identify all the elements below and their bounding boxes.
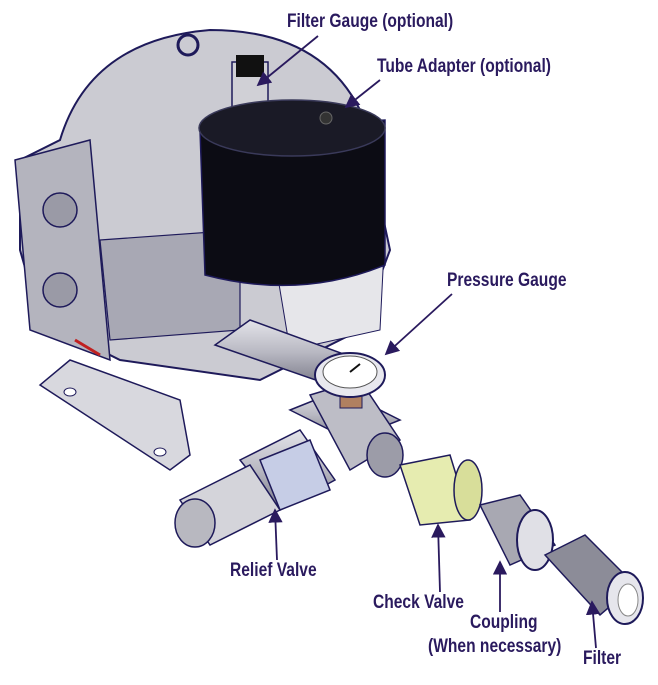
label-relief-valve: Relief Valve: [230, 560, 317, 581]
outlet-pipe: [213, 319, 404, 478]
label-filter-gauge: Filter Gauge (optional): [287, 11, 454, 32]
relief-valve: [174, 429, 337, 548]
pressure-gauge: [314, 352, 386, 409]
filter-gauge-arrow: [256, 35, 319, 87]
filter-canister: [198, 99, 386, 287]
label-pressure-gauge: Pressure Gauge: [447, 270, 567, 291]
filter: [543, 534, 644, 625]
filter-arrow: [585, 600, 601, 649]
check-valve: [399, 454, 483, 526]
label-coupling-note: (When necessary): [428, 636, 562, 657]
mounting-base: [38, 359, 191, 471]
label-filter: Filter: [583, 648, 622, 669]
coupling: [478, 494, 557, 571]
check-valve-arrow: [431, 523, 446, 593]
tube-adapter-arrow: [344, 79, 381, 109]
label-coupling: Coupling: [470, 612, 538, 633]
label-check-valve: Check Valve: [373, 592, 464, 613]
label-tube-adapter: Tube Adapter (optional): [377, 56, 551, 77]
pressure-gauge-arrow: [384, 293, 453, 356]
relief-valve-arrow: [268, 508, 283, 561]
